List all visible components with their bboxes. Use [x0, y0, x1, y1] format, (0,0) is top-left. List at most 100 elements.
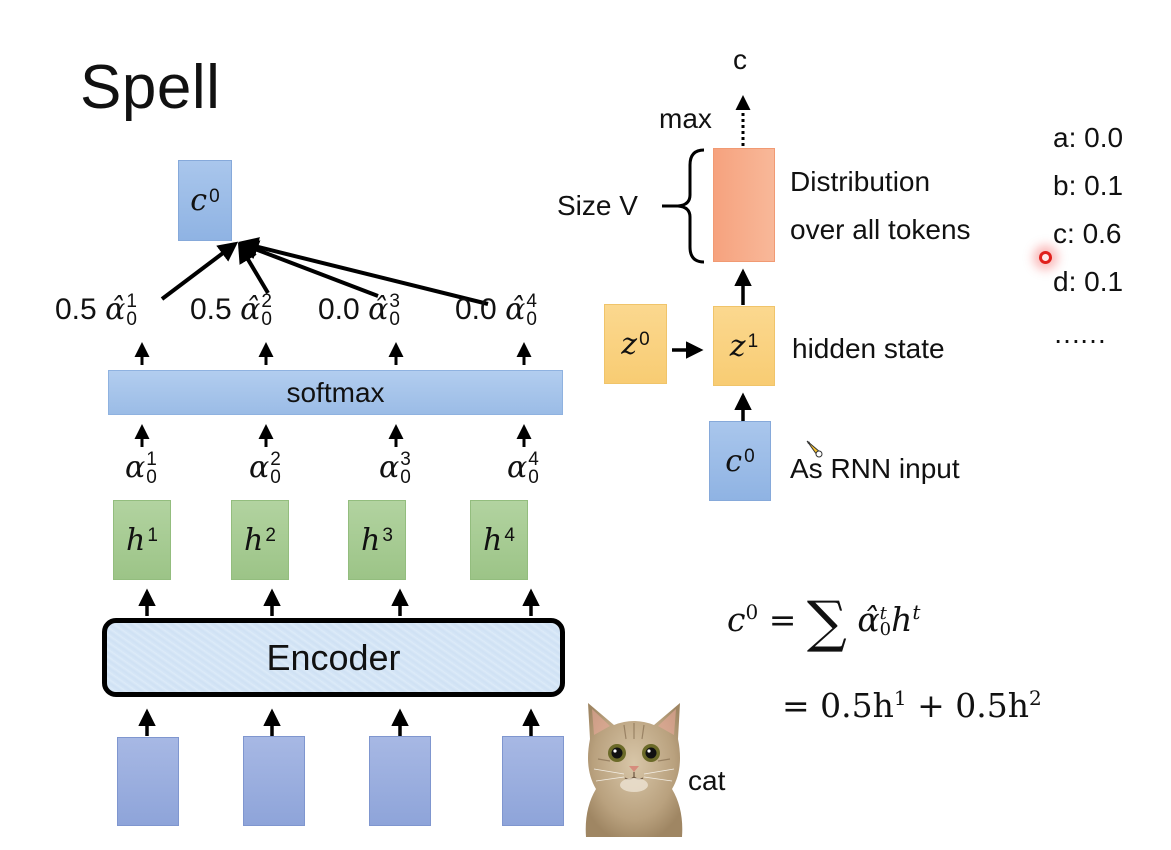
- eq-lhs-sup: 0: [745, 600, 759, 624]
- alpha-sup: 4: [528, 449, 539, 471]
- z0-symbol: z: [621, 326, 638, 362]
- alpha-sub: 0: [400, 467, 411, 489]
- c0-sup: 0: [744, 446, 755, 467]
- rnn-input-label: As RNN input: [790, 453, 960, 484]
- token-prob: 0.1: [1084, 266, 1124, 297]
- token-prob-b: b: 0.1: [1053, 170, 1124, 201]
- ahat-symbol: α̂: [368, 292, 389, 327]
- eq-equals: =: [768, 600, 797, 639]
- ahat-value: 0.5: [190, 293, 232, 326]
- h-symbol: h: [483, 522, 503, 558]
- alpha-sub: 0: [146, 467, 157, 489]
- ahat-value: 0.5: [55, 293, 97, 326]
- ahat-value: 0.0: [318, 293, 360, 326]
- z1-symbol: z: [729, 328, 746, 364]
- c0-symbol: c: [725, 443, 743, 479]
- input-label-cat: cat: [688, 765, 726, 796]
- pencil-cursor-icon: [806, 440, 823, 458]
- alpha-sub: 0: [528, 467, 539, 489]
- eq-h: h: [891, 600, 913, 639]
- alpha-sub: 0: [270, 467, 281, 489]
- alpha-symbol: α: [125, 450, 146, 485]
- size-brace: [677, 148, 705, 264]
- alpha-symbol: α: [507, 450, 528, 485]
- eq2-part1: = 0.5h: [782, 686, 894, 725]
- alpha-sup: 3: [400, 449, 411, 471]
- eq2-part2: + 0.5h: [906, 686, 1029, 725]
- ahat-sub: 0: [126, 309, 137, 331]
- input-frame-1: [117, 737, 179, 826]
- eq-term-sup: t: [879, 603, 887, 624]
- encoder-block: Encoder: [102, 618, 565, 697]
- alpha-symbol: α: [249, 450, 270, 485]
- softmax-layer: softmax: [108, 370, 563, 415]
- eq-term-sub: 0: [879, 619, 892, 640]
- size-v-label: Size V: [557, 190, 638, 221]
- h-symbol: h: [126, 522, 146, 558]
- distribution-label-line2: over all tokens: [790, 214, 971, 245]
- h-sup: 2: [265, 525, 276, 546]
- ahat-sup: 4: [526, 291, 537, 313]
- eq-term: α̂: [857, 600, 880, 639]
- hidden-state-label: hidden state: [792, 333, 945, 364]
- input-frame-2: [243, 736, 305, 826]
- ahat-symbol: α̂: [505, 292, 526, 327]
- cat-image: [585, 703, 683, 837]
- ahat-symbol: α̂: [240, 292, 261, 327]
- token-prob-d: d: 0.1: [1053, 266, 1124, 297]
- ahat-sup: 3: [389, 291, 400, 313]
- token-name: c: [1053, 218, 1067, 249]
- output-token: c: [733, 44, 747, 75]
- input-frame-4: [502, 736, 564, 826]
- arrow-ahat3-to-c0: [238, 240, 379, 298]
- token-name: a: [1053, 122, 1069, 153]
- h-sup: 1: [147, 525, 158, 546]
- ahat-symbol: α̂: [105, 292, 126, 327]
- context-vector-sup: 0: [209, 185, 220, 207]
- ahat-sup: 2: [261, 291, 272, 313]
- input-frame-3: [369, 736, 431, 826]
- h-sup: 3: [382, 525, 393, 546]
- encoder-output-arrows: [138, 588, 540, 616]
- token-prob-c: c: 0.6: [1053, 218, 1122, 249]
- token-name: d: [1053, 266, 1069, 297]
- slide-title: Spell: [80, 53, 221, 122]
- context-vector-symbol: c: [190, 183, 208, 218]
- ahat-sub: 0: [389, 309, 400, 331]
- token-prob: 0.6: [1082, 218, 1122, 249]
- token-prob: 0.0: [1084, 122, 1124, 153]
- eq-h-sup: t: [912, 600, 921, 624]
- softmax-input-arrows: [134, 424, 532, 447]
- token-prob-a: a: 0.0: [1053, 122, 1124, 153]
- distribution-label-line1: Distribution: [790, 166, 931, 197]
- alpha-symbol: α: [379, 450, 400, 485]
- alpha-sup: 2: [270, 449, 281, 471]
- softmax-output-arrows: [134, 342, 532, 365]
- h-symbol: h: [361, 522, 381, 558]
- token-prob-more: ……: [1053, 318, 1107, 349]
- token-distribution-box: [713, 148, 775, 262]
- ahat-value: 0.0: [455, 293, 497, 326]
- h-sup: 4: [504, 525, 515, 546]
- ahat-sub: 0: [261, 309, 272, 331]
- ahat-sub: 0: [526, 309, 537, 331]
- z1-sup: 1: [747, 331, 759, 352]
- red-pointer-icon: [1039, 251, 1052, 264]
